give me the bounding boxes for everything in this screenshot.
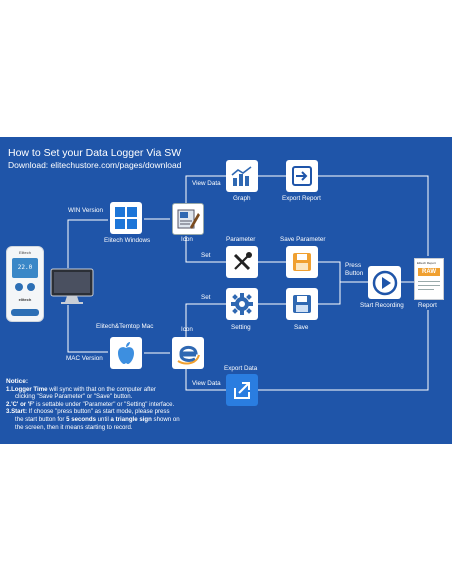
notice-heading: Notice: bbox=[6, 378, 29, 385]
data-logger-device-icon: Elitech 22.0 elitech bbox=[6, 246, 44, 322]
notice-item-3-line3: the screen, then it means starting to re… bbox=[15, 423, 133, 431]
notice-item-1-line2: clicking "Save Parameter" or "Save" butt… bbox=[15, 393, 133, 401]
report-line-1 bbox=[418, 281, 440, 282]
device-brand-top: Elitech bbox=[18, 250, 31, 255]
report-line-2 bbox=[418, 285, 440, 286]
parameter-tile[interactable] bbox=[226, 246, 258, 278]
export-data-label: Export Data bbox=[224, 365, 258, 372]
report-label: Report bbox=[418, 302, 437, 309]
graph-tile[interactable] bbox=[226, 160, 258, 192]
page-title: How to Set your Data Logger Via SW bbox=[8, 147, 182, 159]
device-base bbox=[11, 309, 39, 316]
notice-item-3: 3.Start: If choose "press button" as sta… bbox=[6, 408, 170, 416]
page-subtitle: Download: elitechustore.com/pages/downlo… bbox=[8, 160, 182, 170]
floppy-disk-icon bbox=[293, 253, 311, 271]
mac-tile[interactable] bbox=[110, 337, 142, 369]
view-data-bottom-label: View Data bbox=[192, 380, 221, 387]
save-parameter-label: Save Parameter bbox=[280, 236, 326, 243]
monitor-icon bbox=[50, 268, 94, 304]
windows-tile[interactable] bbox=[110, 202, 142, 234]
press-button-label: Press Button bbox=[345, 262, 364, 277]
graph-label: Graph bbox=[233, 195, 251, 202]
apple-logo-icon bbox=[118, 342, 134, 364]
elitech-windows-label: Elitech Windows bbox=[104, 237, 151, 244]
setting-tile[interactable] bbox=[226, 288, 258, 320]
gear-icon bbox=[231, 293, 253, 315]
export-data-tile[interactable] bbox=[226, 374, 258, 406]
export-arrow-icon bbox=[292, 166, 312, 186]
win-version-label: WIN Version bbox=[68, 207, 103, 214]
save-parameter-tile[interactable] bbox=[286, 246, 318, 278]
play-circle-icon bbox=[372, 270, 397, 295]
device-screen: 22.0 bbox=[12, 258, 38, 278]
chart-icon bbox=[231, 166, 252, 186]
icon-top-label: Icon bbox=[181, 236, 193, 243]
setting-label: Setting bbox=[231, 324, 251, 331]
elitech-app-tile[interactable] bbox=[172, 203, 204, 235]
device-button-right bbox=[27, 283, 35, 291]
floppy-disk-icon bbox=[293, 295, 311, 313]
report-document-icon[interactable]: Elitech Report RAW bbox=[414, 258, 444, 300]
report-badge: RAW bbox=[418, 268, 440, 276]
elitech-e-tile[interactable] bbox=[172, 337, 204, 369]
set-bottom-label: Set bbox=[201, 294, 211, 301]
set-top-label: Set bbox=[201, 252, 211, 259]
device-button-left bbox=[15, 283, 23, 291]
device-screen-value: 22.0 bbox=[17, 264, 33, 271]
elitech-tempmac-label: Elitech&Temtop Mac bbox=[96, 323, 154, 330]
notice-item-2: 2.'C' or 'F' is settable under "Paramete… bbox=[6, 400, 175, 408]
report-line-3 bbox=[418, 289, 434, 290]
notice-block: Notice: 1.Logger Time will sync with tha… bbox=[6, 378, 266, 431]
elitech-app-icon bbox=[177, 209, 200, 229]
device-brand-bottom: elitech bbox=[18, 297, 32, 302]
export-report-label: Export Report bbox=[282, 195, 321, 202]
elitech-e-icon bbox=[177, 345, 200, 365]
start-recording-tile[interactable] bbox=[368, 266, 401, 299]
view-data-top-label: View Data bbox=[192, 180, 221, 187]
icon-bottom-label: Icon bbox=[181, 326, 193, 333]
parameter-label: Parameter bbox=[226, 236, 256, 243]
notice-item-3-line2: the start button for 5 seconds until a t… bbox=[15, 415, 180, 423]
save-tile[interactable] bbox=[286, 288, 318, 320]
notice-item-1: 1.Logger Time will sync with that on the… bbox=[6, 385, 156, 393]
export-box-icon bbox=[234, 382, 250, 399]
mac-version-label: MAC Version bbox=[66, 355, 103, 362]
windows-logo-icon bbox=[115, 207, 137, 229]
export-report-tile[interactable] bbox=[286, 160, 318, 192]
report-header: Elitech Report bbox=[417, 261, 436, 265]
save-label: Save bbox=[294, 324, 309, 331]
start-recording-label: Start Recording bbox=[360, 302, 404, 309]
wrench-screwdriver-icon bbox=[233, 252, 252, 271]
